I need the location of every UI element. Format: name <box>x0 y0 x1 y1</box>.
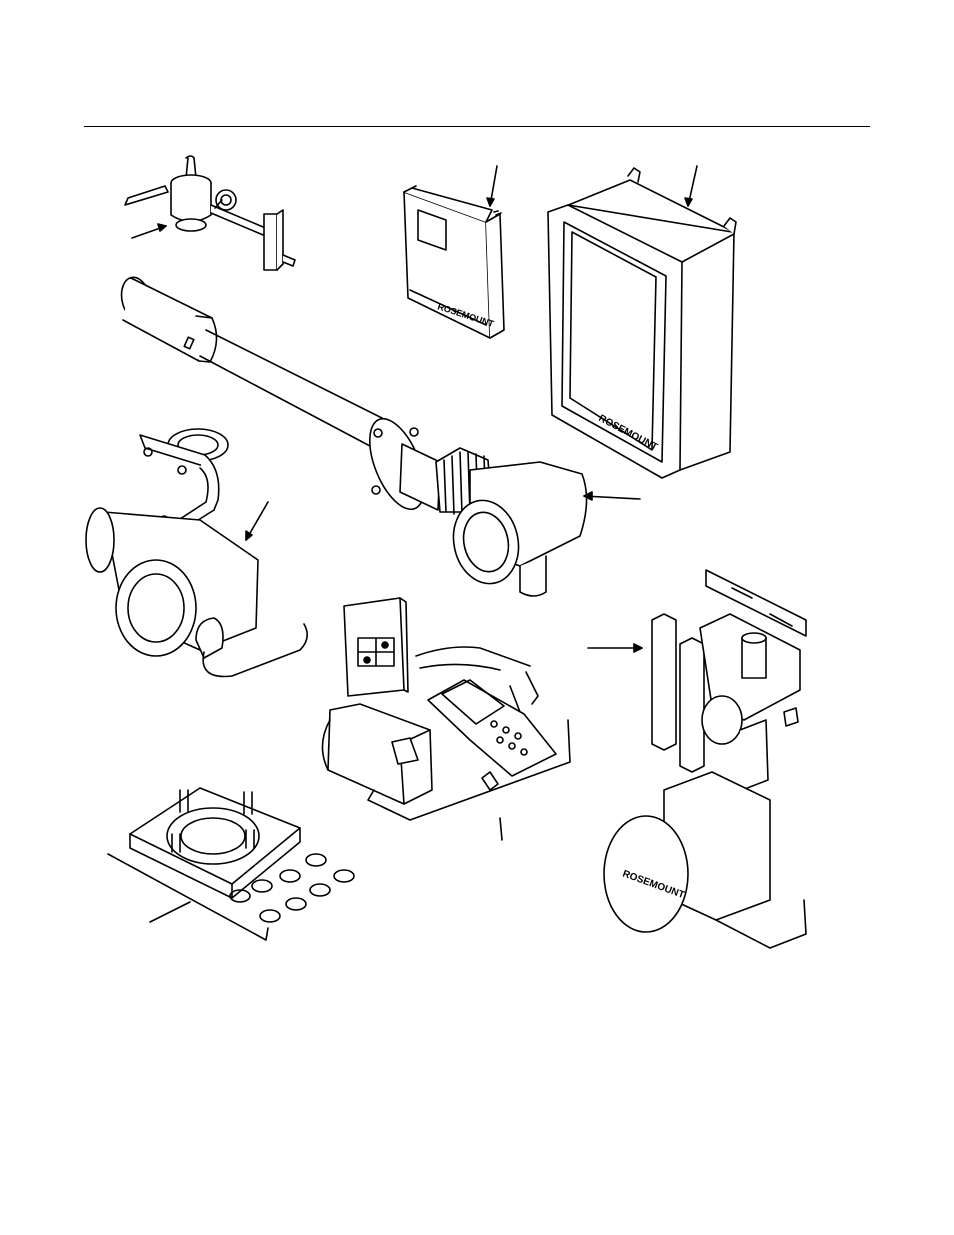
manual-pointer-arrowhead <box>487 198 494 206</box>
valve-pointer-arrowhead <box>158 224 166 231</box>
kit-pointer-arrow <box>500 818 502 840</box>
instruction-manual: ROSEMOUNT <box>404 186 504 338</box>
plate-kit-pointer <box>150 902 190 922</box>
enclosure-pointer-arrowhead <box>685 198 692 206</box>
panel-pointer-arrowhead <box>634 644 642 652</box>
bracket-housing <box>86 429 307 677</box>
communicator-kit <box>322 598 556 804</box>
valve-assembly <box>125 156 295 270</box>
mounting-plate-kit <box>130 788 354 922</box>
electronics-enclosure: ROSEMOUNT <box>548 168 736 478</box>
calibration-panel: ROSEMOUNT <box>604 570 806 948</box>
